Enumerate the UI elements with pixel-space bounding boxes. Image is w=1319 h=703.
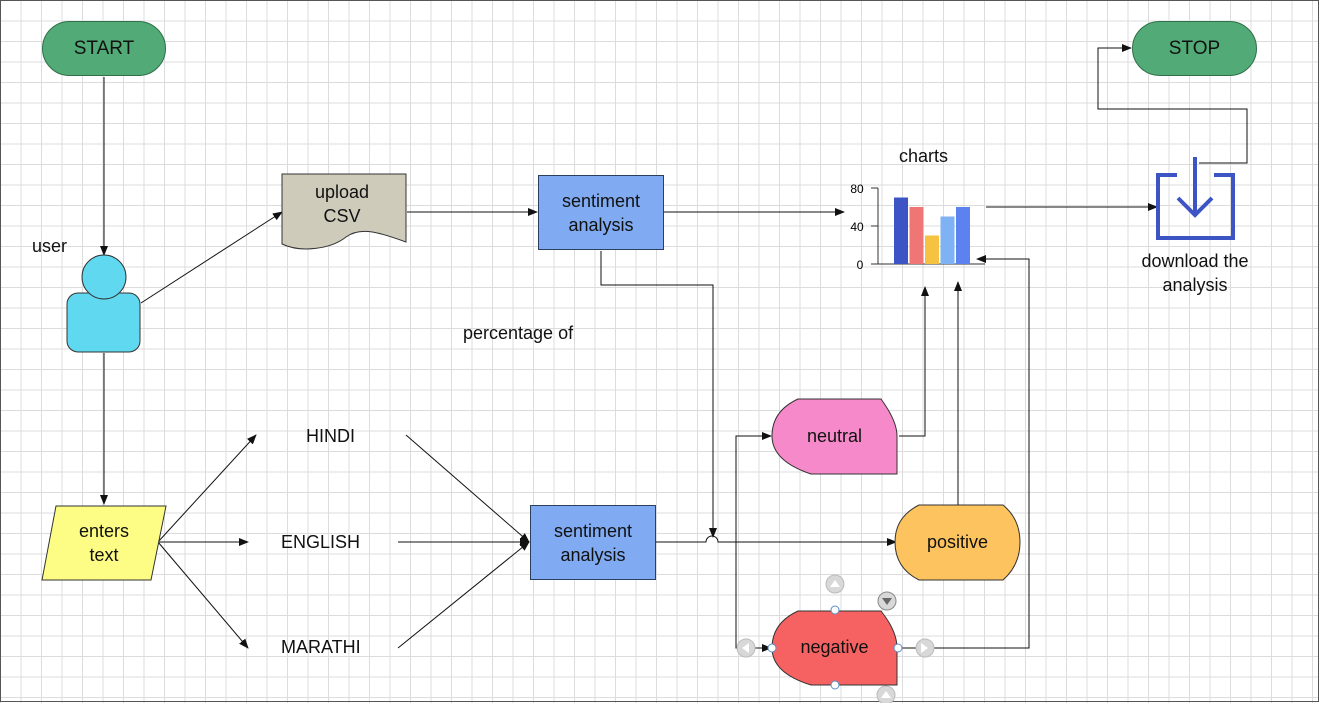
chart-icon-bar (956, 207, 970, 264)
edge-download-stop (1097, 44, 1248, 164)
edge-branch-negative (735, 542, 772, 652)
sentiment-bottom-label: sentiment analysis (553, 520, 633, 565)
chart-icon-bar (940, 216, 955, 264)
selection-handles[interactable] (767, 605, 903, 690)
rotate-handle[interactable] (877, 591, 897, 611)
hindi-label: HINDI (306, 426, 355, 446)
english-label: ENGLISH (281, 532, 361, 552)
upload-csv-label: upload CSV (314, 182, 370, 226)
positive-label: positive (926, 532, 989, 552)
chart-tick-40: 40 (850, 220, 864, 234)
chart-icon-bar (925, 235, 939, 264)
edge-branch-neutral (735, 432, 772, 542)
download-icon[interactable] (1156, 157, 1235, 240)
edge-enterstext-marathi (157, 541, 249, 649)
chart-icon-bar (909, 207, 924, 264)
sentiment-top-label: sentiment analysis (561, 190, 641, 235)
sentiment-analysis-bottom[interactable]: sentiment analysis (530, 505, 656, 580)
edge-enterstext-hindi (157, 434, 257, 543)
edge-marathi-sentiment (397, 541, 530, 649)
edge-user-upload (140, 211, 283, 304)
charts-label: charts (899, 146, 949, 166)
user-label: user (32, 236, 68, 256)
enters-text-parallelogram[interactable] (41, 505, 167, 581)
user-icon[interactable] (66, 254, 141, 353)
chart-icon-bar (894, 197, 908, 264)
start-label: START (73, 37, 135, 59)
neutral-label: neutral (806, 426, 863, 446)
chart-tick-0: 0 (857, 258, 864, 272)
positive-shape[interactable] (894, 504, 1021, 581)
negative-label: negative (800, 637, 869, 657)
edge-hindi-sentiment (405, 434, 530, 543)
percentage-of-label: percentage of (463, 323, 574, 343)
download-label: download the analysis (1141, 251, 1249, 295)
marathi-label: MARATHI (281, 637, 361, 657)
chart-icon: 80 40 0 (850, 182, 985, 272)
edge-neutral-charts (899, 286, 929, 437)
upload-csv-document-shape[interactable] (281, 173, 407, 250)
neutral-shape[interactable] (771, 398, 898, 475)
negative-shape[interactable] (771, 610, 898, 686)
stop-label: STOP (1168, 37, 1221, 59)
edge-negative-charts (899, 255, 1030, 649)
edge-sentiment-top-down (600, 251, 717, 538)
edge-sentiment-positive (656, 535, 897, 546)
sentiment-analysis-top[interactable]: sentiment analysis (538, 175, 664, 250)
stop-terminal[interactable]: STOP (1132, 21, 1257, 76)
start-terminal[interactable]: START (42, 21, 166, 76)
enters-text-label: enters text (78, 521, 130, 565)
connection-arrow-handles[interactable] (736, 574, 935, 703)
chart-tick-80: 80 (850, 182, 864, 196)
